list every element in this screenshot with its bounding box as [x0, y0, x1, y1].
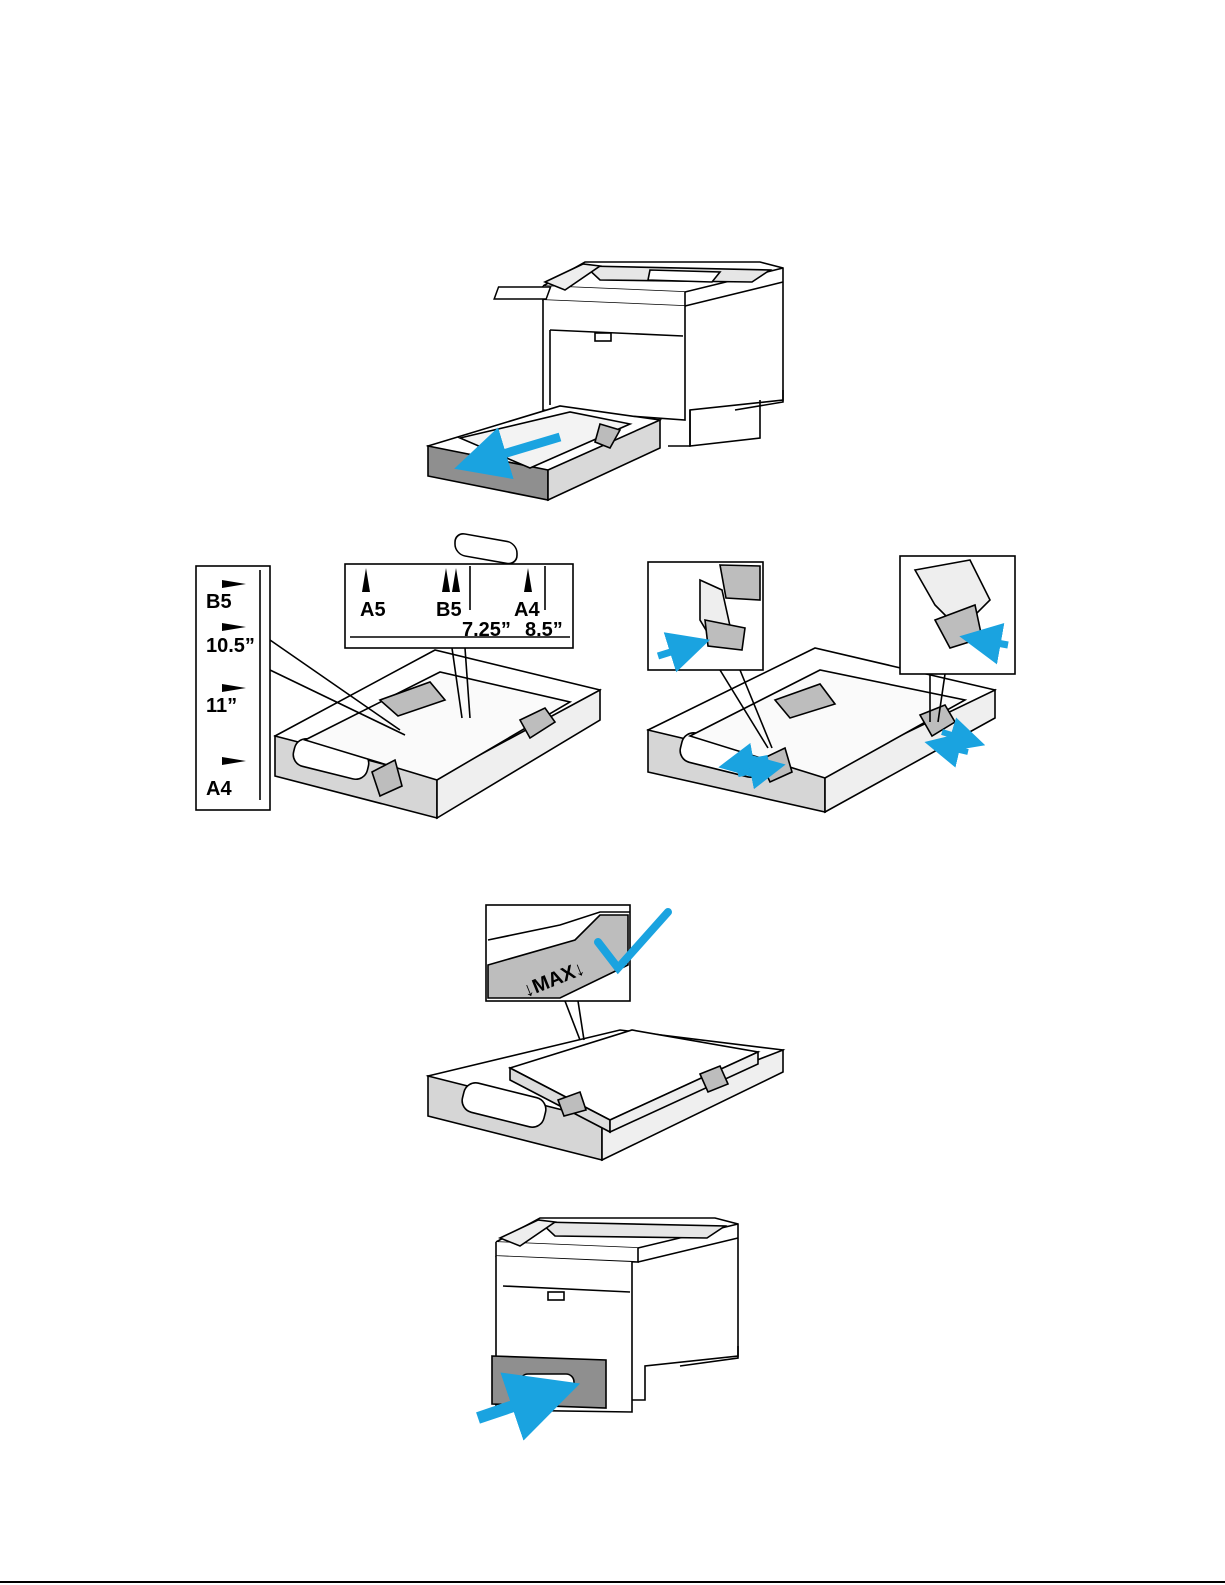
top-label-7-25: 7.25” [462, 619, 511, 641]
step-5-insert-tray [478, 1218, 738, 1418]
top-label-8-5: 8.5” [525, 619, 563, 641]
side-label-11: 11” [206, 695, 237, 717]
side-label-10-5: 10.5” [206, 635, 255, 657]
side-label-a4: A4 [206, 778, 232, 800]
step-2-size-labels: B5 10.5” 11” A4 A5 B5 A4 7.25” 8.5” [196, 564, 600, 818]
step-1-pull-tray [428, 262, 783, 565]
top-label-a5: A5 [360, 599, 386, 621]
top-label-a4: A4 [514, 599, 540, 621]
footer-rule [0, 1581, 1225, 1583]
step-3-adjust-guides [648, 556, 1015, 812]
top-label-b5: B5 [436, 599, 462, 621]
side-label-b5: B5 [206, 591, 232, 613]
step-4-max-line: ↓MAX↓ [428, 905, 783, 1160]
